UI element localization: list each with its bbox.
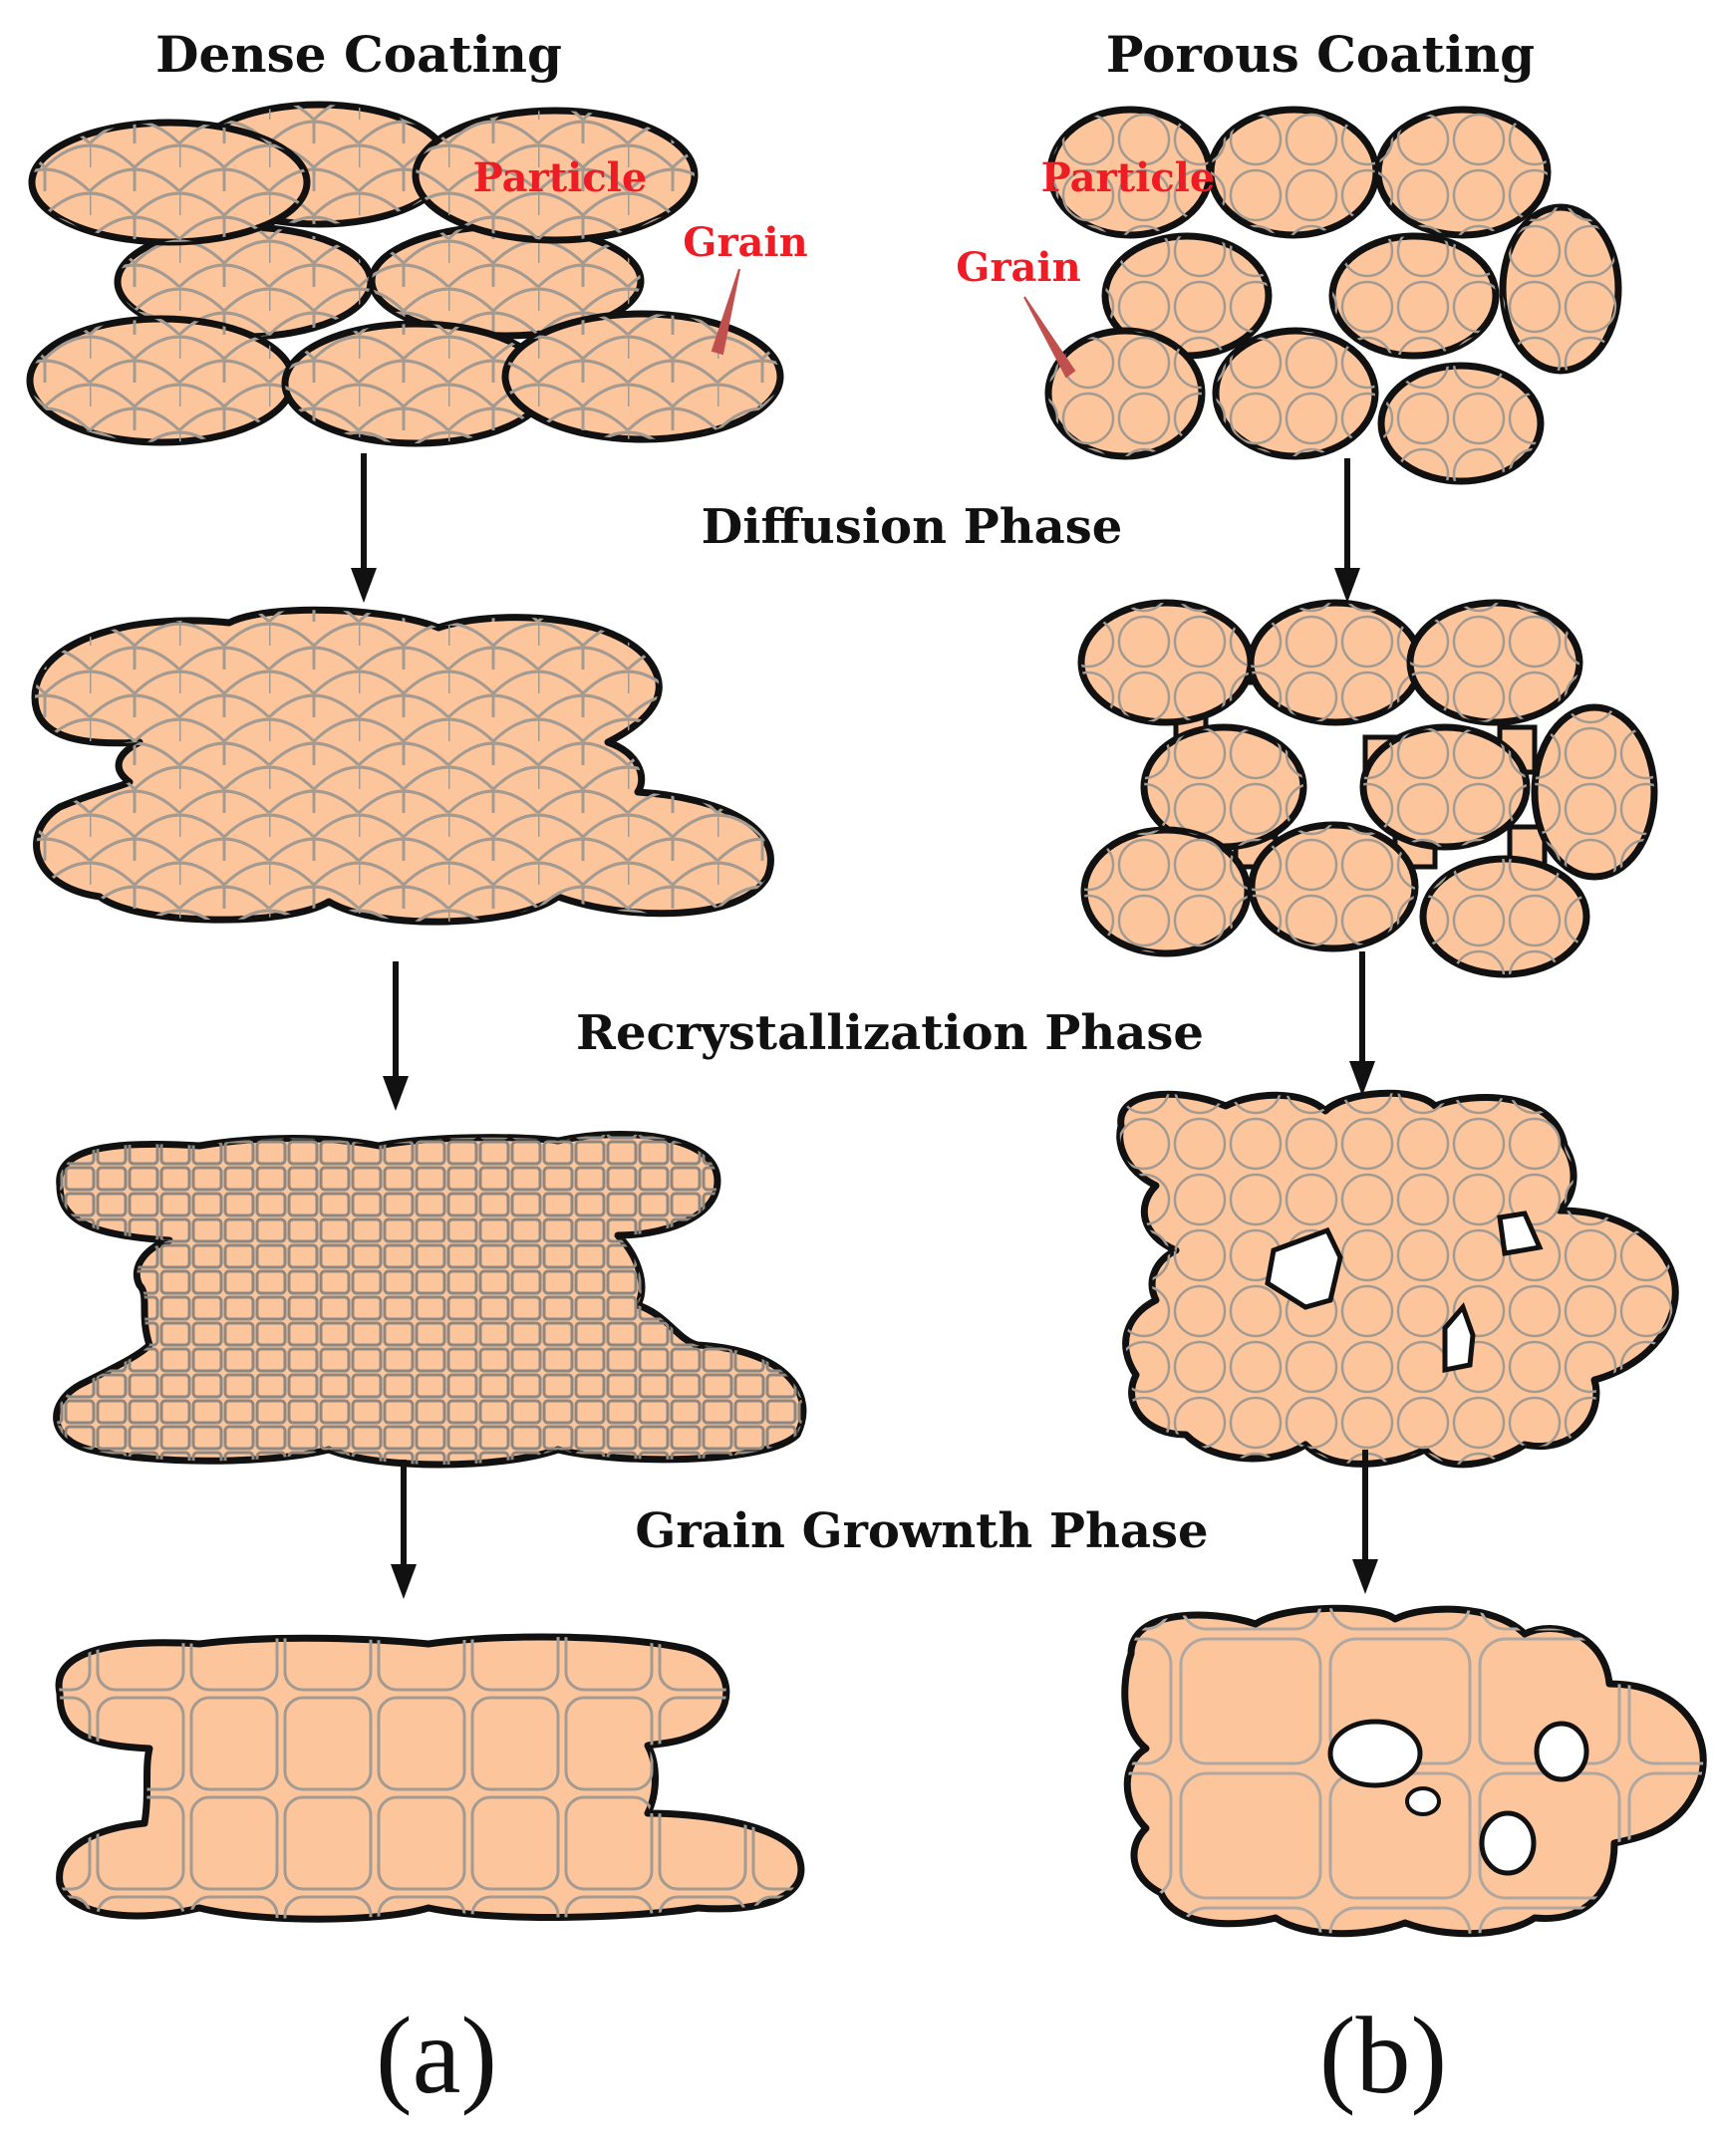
porous-grain-growth-stage bbox=[1121, 1604, 1707, 1938]
grain-growth-phase-label: Grain Grownth Phase bbox=[635, 1503, 1208, 1559]
particle-label-dense: Particle bbox=[473, 154, 648, 201]
arrow-down-a1 bbox=[351, 453, 377, 603]
arrow-down-a2 bbox=[383, 961, 409, 1111]
porous-diffusion-stage bbox=[1077, 599, 1658, 978]
porous-coating-title: Porous Coating bbox=[1106, 25, 1535, 84]
grain-pointer-dense bbox=[711, 268, 740, 356]
grain-label-dense: Grain bbox=[683, 219, 807, 266]
pore bbox=[1405, 1786, 1441, 1816]
grain-pointer-porous bbox=[1023, 296, 1076, 379]
porous-particles-stage1 bbox=[1044, 106, 1622, 485]
arrow-down-b2 bbox=[1349, 951, 1375, 1096]
panel-label-a: (a) bbox=[376, 1995, 497, 2116]
diffusion-phase-label: Diffusion Phase bbox=[702, 499, 1123, 555]
arrow-down-b1 bbox=[1334, 458, 1360, 603]
particle-label-porous: Particle bbox=[1041, 154, 1216, 201]
pore bbox=[1534, 1721, 1589, 1782]
pore bbox=[1442, 1302, 1476, 1374]
dense-recrystallization-stage bbox=[53, 1131, 807, 1469]
dense-grain-growth-stage bbox=[55, 1633, 805, 1923]
porous-recrystallization-stage bbox=[1116, 1089, 1679, 1469]
arrow-down-a3 bbox=[391, 1460, 417, 1599]
recrystallization-phase-label: Recrystallization Phase bbox=[576, 1005, 1204, 1061]
dense-particles-stage1 bbox=[26, 101, 784, 447]
pore bbox=[1327, 1719, 1423, 1788]
pore bbox=[1479, 1810, 1537, 1876]
dense-coating-title: Dense Coating bbox=[155, 25, 562, 84]
pore bbox=[1497, 1211, 1544, 1256]
dense-diffusion-stage bbox=[31, 606, 774, 926]
panel-label-b: (b) bbox=[1319, 1995, 1447, 2116]
grain-label-porous: Grain bbox=[956, 244, 1080, 291]
arrow-down-b3 bbox=[1352, 1450, 1378, 1594]
pore bbox=[1265, 1226, 1343, 1310]
